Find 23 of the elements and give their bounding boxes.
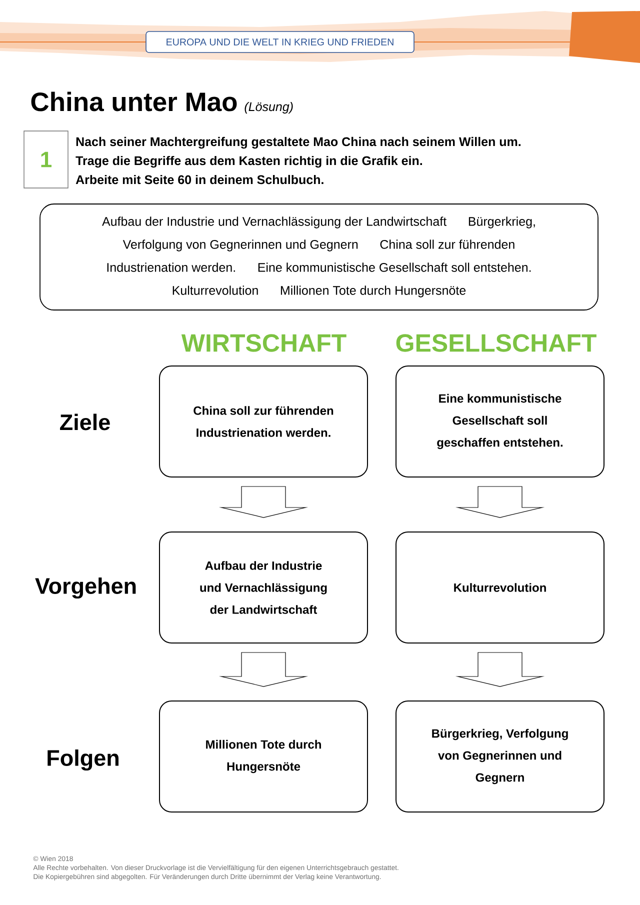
answer-box: China soll zur führenden Industrienation werden. <box>159 366 368 478</box>
word-bank-box: Aufbau der Industrie und Vernachlässigung der Landwirtschaft Bürgerkrieg, Verfolgung von Gegnerinnen und Gegnern China soll zur führenden Industrienation werden. Eine kommunistische Gesellschaft soll entstehen. Kulturrevolution Millionen Tote durch Hungersnöte <box>40 204 598 310</box>
answer-box: Eine kommunistische Gesellschaft soll geschaffen entstehen. <box>396 366 604 478</box>
answer-box: Kulturrevolution <box>396 532 604 644</box>
subtitle: (Lösung) <box>244 102 293 114</box>
answer-box: Bürgerkrieg, Verfolgung von Gegnerinnen und Gegnern <box>396 700 604 812</box>
block-arrow <box>455 652 545 687</box>
column-heading: GESELLSCHAFT <box>396 334 596 352</box>
column-heading: WIRTSCHAFT <box>181 334 346 352</box>
row-heading: Folgen <box>48 749 118 771</box>
block-arrow <box>218 652 308 687</box>
header-banner: EUROPA UND DIE WELT IN KRIEG UND FRIEDEN <box>146 31 414 53</box>
block-arrow <box>455 486 545 518</box>
instruction-text: Arbeite mit Seite 60 in deinem Schulbuch. <box>76 174 324 184</box>
row-heading: Ziele <box>60 414 110 430</box>
title: China unter Mao <box>31 92 237 112</box>
answer-box: Millionen Tote durch Hungersnöte <box>159 700 368 812</box>
instruction-text: Nach seiner Machtergreifung gestaltete Mao China nach seinem Willen um. <box>76 136 520 149</box>
task-number-box: 1 <box>24 130 68 188</box>
row-heading: Vorgehen <box>35 577 136 599</box>
answer-box: Aufbau der Industrie und Vernachlässigung der Landwirtschaft <box>159 532 368 644</box>
block-arrow <box>218 486 308 518</box>
instruction-text: Trage die Begriffe aus dem Kasten richtig in die Grafik ein. <box>76 156 422 168</box>
